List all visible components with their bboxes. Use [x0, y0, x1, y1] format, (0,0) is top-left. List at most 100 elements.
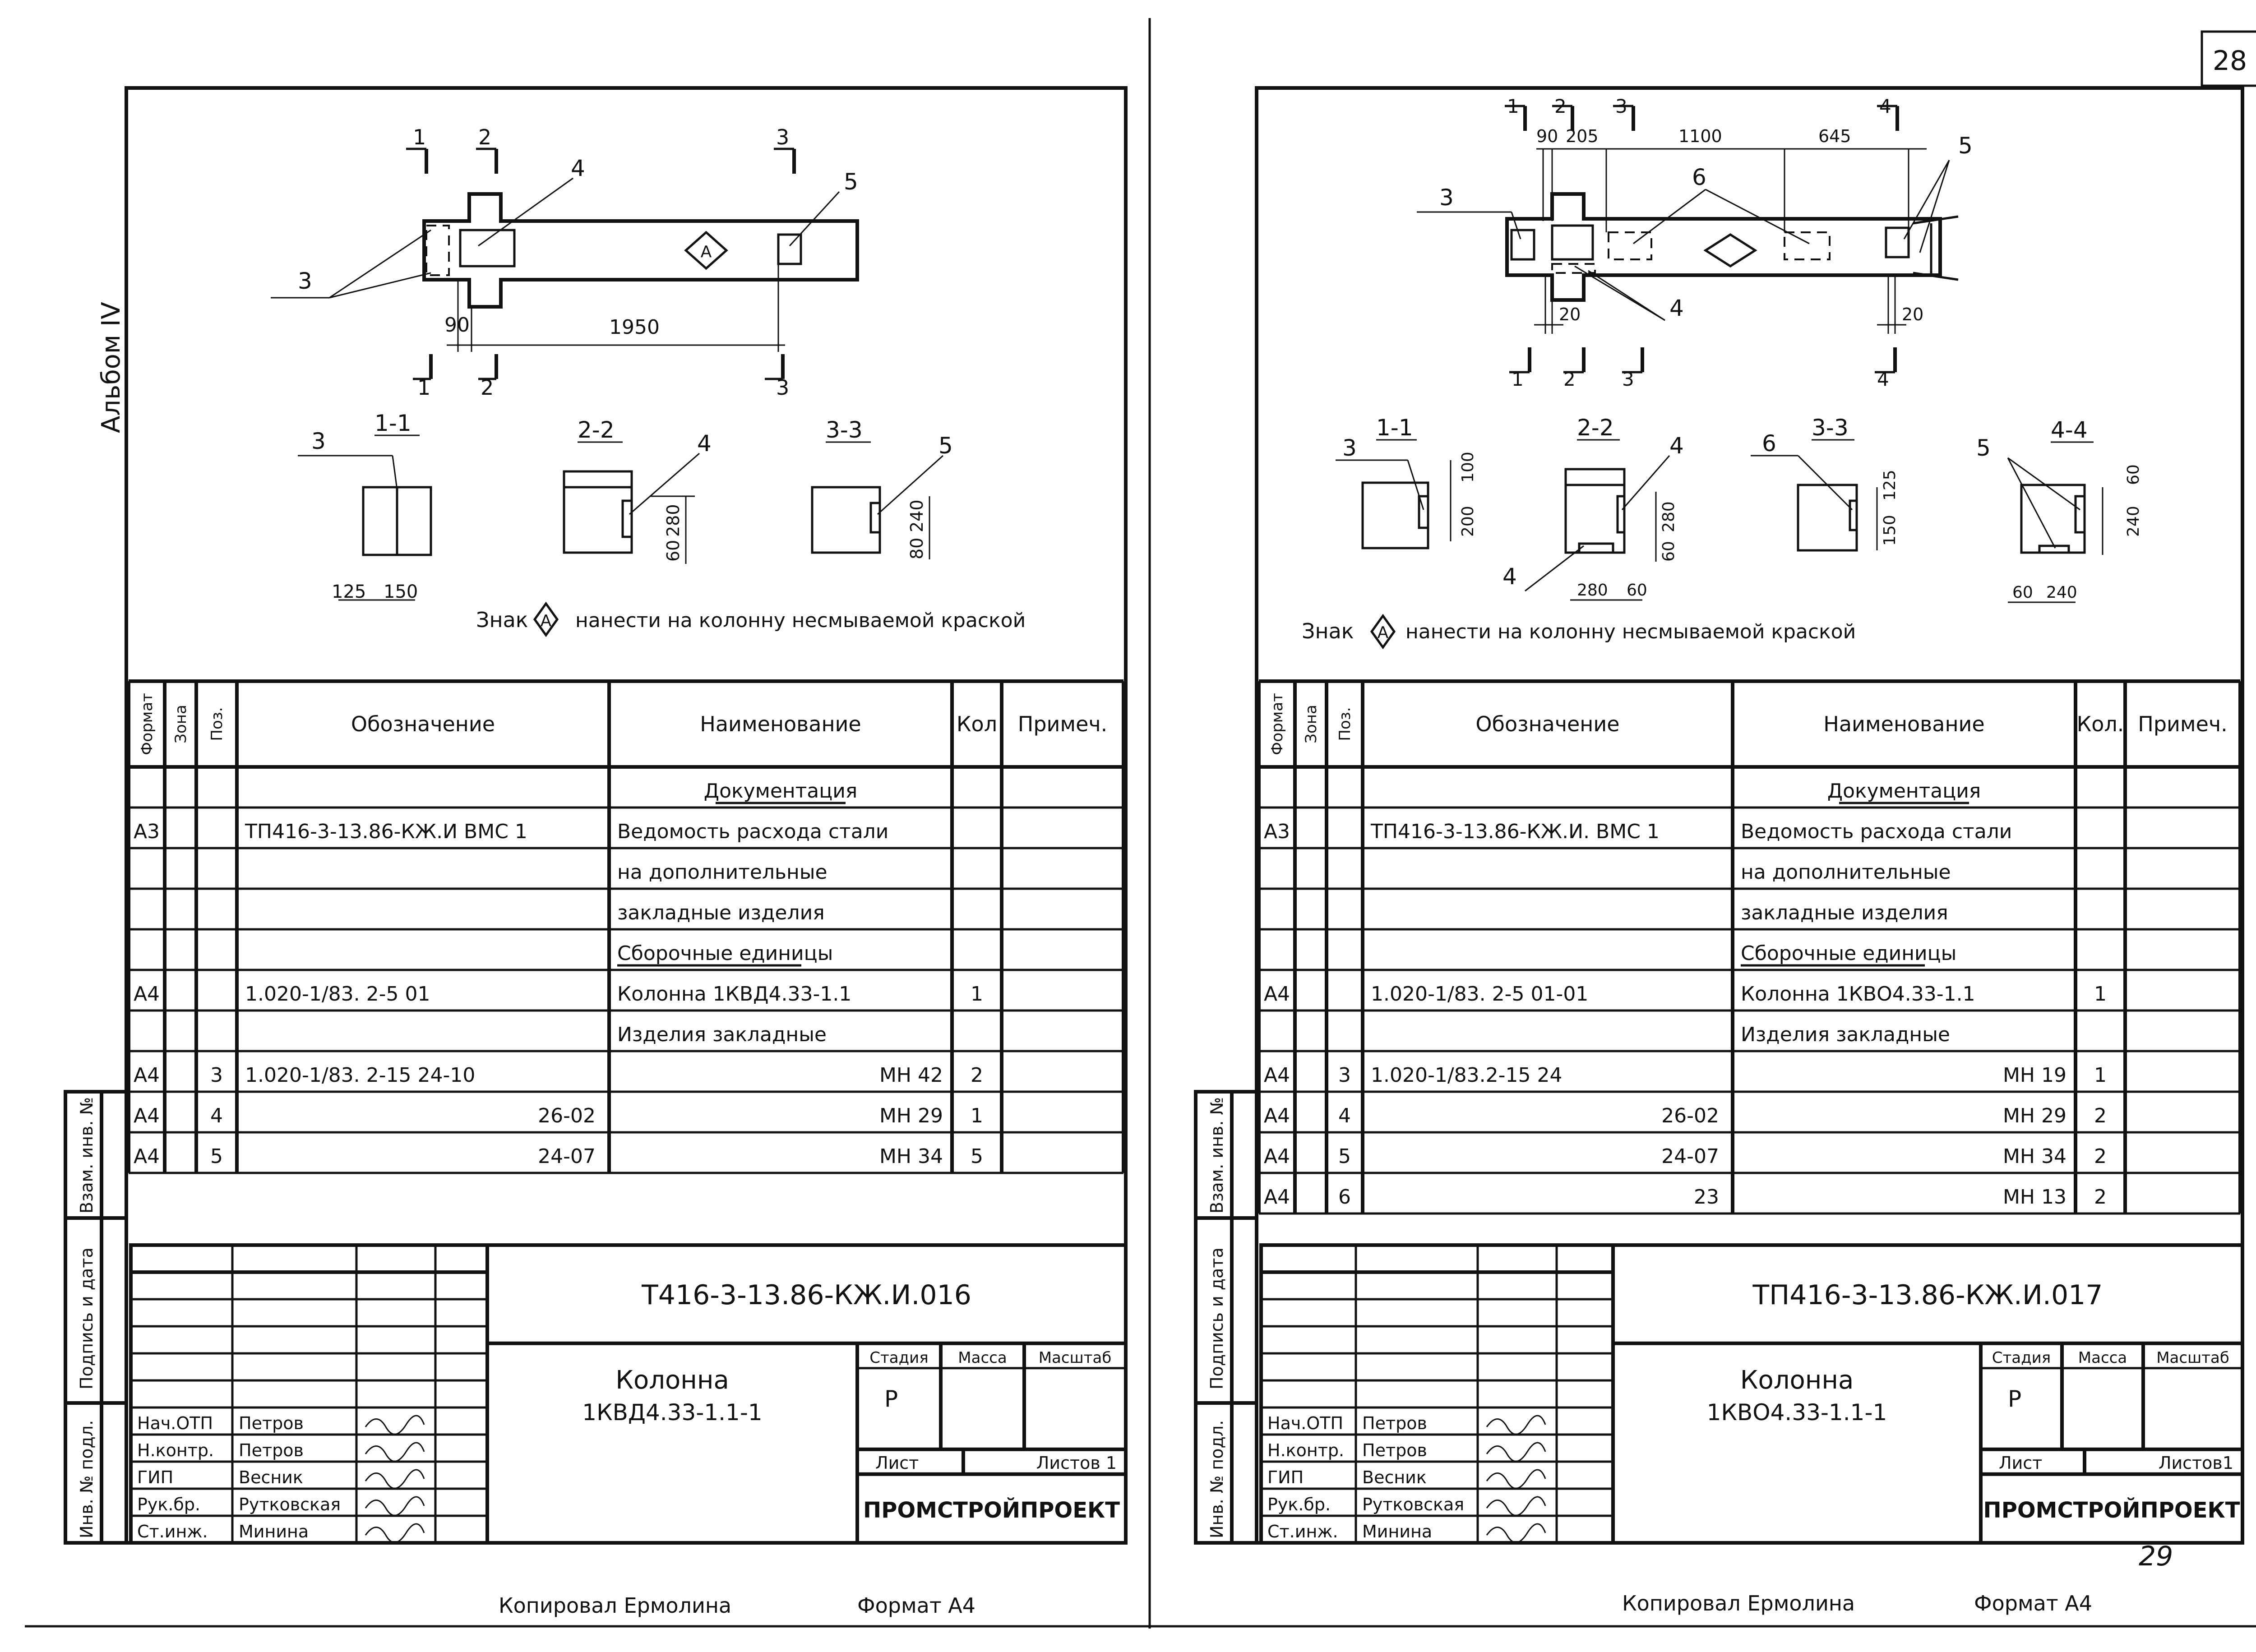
spec-header: Формат: [138, 693, 156, 755]
tb-person: Петров: [1362, 1440, 1427, 1460]
right-section-2-2: 2-2 4 4 280 60 280 60: [1502, 415, 1684, 601]
spec-header: Наименование: [1823, 712, 1984, 736]
spec-cell-pos: 4: [1338, 1104, 1351, 1127]
spec-cell-name: Изделия закладные: [617, 1023, 827, 1046]
signature: [365, 1523, 425, 1543]
spec-cell-fmt: А4: [1264, 1104, 1290, 1127]
spec-cell-name: Ведомость расхода стали: [1741, 820, 2012, 843]
section-dim: 240: [2124, 506, 2143, 537]
section-dim: 125: [332, 581, 366, 602]
plan-callout-4: 4: [571, 155, 585, 181]
spec-cell-name: Документация: [704, 780, 858, 803]
spec-cell-qty: 1: [2094, 1064, 2107, 1087]
spec-cell-name: Изделия закладные: [1741, 1023, 1950, 1046]
right-section-3-3: 3-3 6 125 150: [1751, 415, 1899, 552]
tb-person: Петров: [1362, 1413, 1427, 1433]
tb-person: Петров: [239, 1413, 304, 1433]
cut-2-top: 2: [478, 125, 491, 149]
plan-callout: 6: [1692, 164, 1706, 190]
plan-dim: 1100: [1678, 126, 1722, 146]
tb-person: Весник: [239, 1467, 303, 1487]
spec-cell-name: МН 34: [2003, 1145, 2066, 1168]
tb-header: Масштаб: [2156, 1349, 2229, 1367]
note-prefix: Знак: [1302, 619, 1354, 643]
side-label: Взам. инв. №: [1207, 1097, 1227, 1214]
tb-stage: Р: [2008, 1386, 2021, 1412]
signature: [365, 1442, 425, 1462]
plan-dim: 205: [1566, 126, 1599, 146]
tb-role: ГИП: [137, 1467, 173, 1487]
spec-cell-name: Ведомость расхода стали: [617, 820, 888, 843]
tb-person: Рутковская: [1362, 1495, 1464, 1514]
page-number: 28: [2213, 45, 2247, 77]
tb-mark: 1КВД4.33-1.1-1: [582, 1399, 762, 1426]
note-text: нанести на колонну несмываемой краской: [1405, 620, 1856, 643]
spec-cell-des: ТП416-3-13.86-КЖ.И ВМС 1: [245, 820, 527, 843]
spec-header: Обозначение: [1475, 712, 1619, 736]
side-label: Инв. № подл.: [1207, 1420, 1227, 1538]
footer-copied: Копировал Ермолина: [1622, 1591, 1855, 1615]
spec-cell-name: МН 13: [2003, 1186, 2066, 1209]
section-dim: 240: [2046, 583, 2077, 602]
tb-org: ПРОМСТРОЙПРОЕКТ: [1983, 1497, 2240, 1523]
cut-top: 4: [1879, 95, 1891, 117]
tb-header: Стадия: [1992, 1349, 2051, 1367]
cut-bottom: 3: [1622, 368, 1634, 390]
spec-cell-name: закладные изделия: [617, 901, 825, 924]
left-section-2-2: 2-2 4 280 60: [563, 417, 712, 564]
section-callout: 4: [697, 430, 712, 457]
spec-cell-des: 1.020-1/83. 2-5 01: [245, 983, 430, 1006]
plan-dim: 90: [1536, 126, 1558, 146]
spec-cell-name: Сборочные единицы: [1741, 942, 1956, 965]
spec-cell-name: Документация: [1827, 780, 1981, 803]
signature: [1486, 1496, 1546, 1516]
tb-code: ТП416-3-13.86-КЖ.И.017: [1752, 1279, 2103, 1311]
spec-cell-name: МН 19: [2003, 1064, 2066, 1087]
signature: [365, 1496, 425, 1516]
plan-callout-3: 3: [298, 268, 312, 294]
tb-header: Масса: [2078, 1349, 2127, 1367]
tb-role: Рук.бр.: [1267, 1495, 1331, 1514]
side-label: Инв. № подл.: [77, 1420, 97, 1538]
note-text: нанести на колонну несмываемой краской: [575, 609, 1026, 632]
plan-callout: 5: [1958, 133, 1973, 159]
spec-cell-name: Сборочные единицы: [617, 942, 833, 965]
section-dim: 60: [1660, 541, 1678, 562]
spec-cell-name: МН 29: [879, 1104, 943, 1127]
spec-cell-des: 24-07: [538, 1145, 596, 1168]
plan-dim-90: 90: [444, 314, 470, 337]
cut-bottom: 4: [1877, 368, 1889, 390]
spec-header: Кол.: [2077, 712, 2124, 736]
section-title: 3-3: [826, 417, 863, 443]
left-section-1-1: 1-1 3 125 150: [298, 410, 432, 602]
section-dim: 150: [384, 581, 418, 602]
spec-cell-pos: 3: [1338, 1064, 1351, 1087]
spec-header: Примеч.: [1018, 712, 1108, 736]
plan-callout: 4: [1669, 295, 1684, 321]
spec-cell-name: закладные изделия: [1741, 901, 1948, 924]
cut-top: 3: [1615, 95, 1627, 117]
section-title: 3-3: [1812, 415, 1849, 441]
spec-cell-qty: 1: [2094, 983, 2107, 1006]
spec-cell-fmt: А4: [1264, 1064, 1290, 1087]
section-title: 1-1: [1376, 415, 1413, 441]
section-dim: 60: [2012, 583, 2033, 602]
section-dim: 200: [1459, 506, 1477, 537]
section-dim: 240: [907, 499, 927, 532]
cut-top: 1: [1507, 95, 1519, 117]
cut-3-bottom: 3: [776, 375, 789, 400]
plan-callout: 3: [1439, 185, 1454, 211]
spec-cell-des: 23: [1694, 1186, 1719, 1209]
tb-person: Минина: [1362, 1522, 1432, 1541]
section-callout: 3: [311, 428, 326, 454]
section-dim: 60: [663, 540, 683, 562]
tb-sheets: Листов1: [2159, 1453, 2233, 1473]
right-section-1-1: 1-1 3 100 200: [1336, 415, 1477, 549]
spec-cell-fmt: А4: [134, 1145, 160, 1168]
spec-header: Формат: [1268, 693, 1286, 755]
spec-header: Поз.: [1336, 707, 1354, 741]
left-note: Знак A нанести на колонну несмываемой кр…: [476, 601, 1026, 637]
spec-cell-fmt: А3: [134, 820, 160, 843]
spec-cell-des: 26-02: [1661, 1104, 1719, 1127]
